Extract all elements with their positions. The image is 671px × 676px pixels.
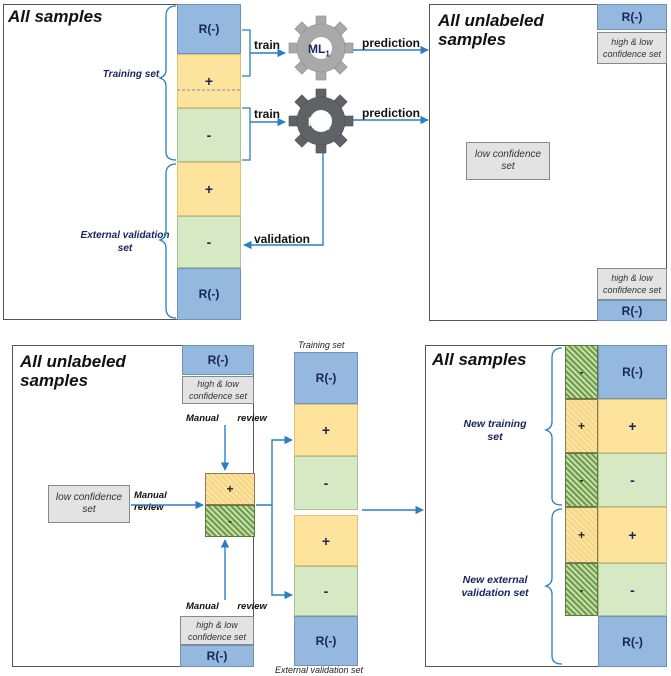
- positive-cell: +: [294, 404, 358, 456]
- r-negative-cell: R(-): [598, 616, 667, 667]
- negative-cell: -: [177, 216, 241, 268]
- ml2-label-base: ML: [308, 115, 326, 129]
- high-low-confidence-set: high & low confidence set: [182, 376, 254, 404]
- reviewed-negative-cell: -: [565, 563, 598, 616]
- unlabeled-samples-title: All unlabeled samples: [20, 352, 126, 390]
- r-negative-cell: R(-): [294, 616, 358, 666]
- train-label: train: [254, 38, 281, 52]
- train-bracket: [242, 29, 251, 77]
- new-external-validation-set-label: New external validation set: [461, 574, 529, 599]
- r-negative-cell: R(-): [180, 645, 254, 667]
- train-bracket: [242, 107, 251, 161]
- reviewed-negative-cell: -: [205, 505, 255, 537]
- prediction-label: prediction: [362, 36, 421, 50]
- training-set-caption: Training set: [298, 340, 345, 350]
- r-negative-cell: R(-): [182, 345, 254, 375]
- low-confidence-set: low confidence set: [48, 485, 130, 523]
- high-low-confidence-set: high & low confidence set: [597, 32, 667, 64]
- reviewed-positive-cell: +: [565, 399, 598, 453]
- negative-cell: -: [294, 456, 358, 510]
- positive-cell: +: [177, 162, 241, 216]
- positive-cell: +: [598, 507, 667, 563]
- manual-review-label: Manual review: [186, 601, 267, 612]
- ml1-label-base: ML: [308, 42, 326, 56]
- prediction-label: prediction: [362, 106, 421, 120]
- negative-cell: -: [598, 453, 667, 507]
- positive-cell: +: [294, 515, 358, 566]
- training-set-label: Training set: [102, 69, 160, 80]
- r-negative-cell: R(-): [597, 4, 667, 30]
- gear-icon: [288, 88, 354, 154]
- manual-review-label: Manual review: [186, 413, 267, 424]
- reviewed-positive-cell: +: [205, 473, 255, 505]
- reviewed-negative-cell: -: [565, 345, 598, 399]
- low-confidence-set: low confidence set: [466, 142, 550, 180]
- new-training-set-label: New training set: [463, 418, 527, 443]
- ml1-label-subscript: 1: [325, 49, 330, 59]
- new-external-validation-bracket: [543, 508, 563, 665]
- negative-cell: -: [294, 566, 358, 616]
- external-validation-bracket: [157, 163, 177, 319]
- r-negative-cell: R(-): [598, 345, 667, 399]
- validation-arrow: [243, 152, 324, 250]
- r-negative-cell: R(-): [597, 300, 667, 321]
- gear-icon: [288, 15, 354, 81]
- reviewed-positive-cell: +: [565, 507, 598, 563]
- negative-cell: -: [598, 563, 667, 616]
- external-validation-set-label: External validation set: [80, 230, 170, 254]
- ml2-label: ML2: [308, 115, 330, 131]
- ml2-label-subscript: 2: [325, 122, 330, 132]
- manual-review-label: Manual review: [134, 490, 167, 513]
- positive-cell: +: [177, 54, 241, 108]
- r-negative-cell: R(-): [294, 352, 358, 404]
- validation-label: validation: [254, 232, 311, 246]
- positive-cell: +: [598, 399, 667, 453]
- high-low-confidence-set: high & low confidence set: [597, 268, 667, 300]
- r-negative-cell: R(-): [177, 268, 241, 320]
- all-samples-title: All samples: [8, 7, 103, 26]
- high-low-confidence-set: high & low confidence set: [180, 616, 254, 645]
- train-label: train: [254, 107, 281, 121]
- all-samples-title: All samples: [432, 350, 527, 369]
- ml1-label: ML1: [308, 42, 330, 58]
- r-negative-cell: R(-): [177, 4, 241, 54]
- split-arrow: [271, 505, 293, 600]
- training-set-bracket: [157, 5, 177, 161]
- external-validation-set-caption: External validation set: [275, 665, 364, 675]
- new-training-bracket: [543, 347, 563, 506]
- unlabeled-samples-title: All unlabeled samples: [438, 11, 544, 49]
- reviewed-negative-cell: -: [565, 453, 598, 507]
- split-arrow: [256, 435, 293, 506]
- negative-cell: -: [177, 108, 241, 162]
